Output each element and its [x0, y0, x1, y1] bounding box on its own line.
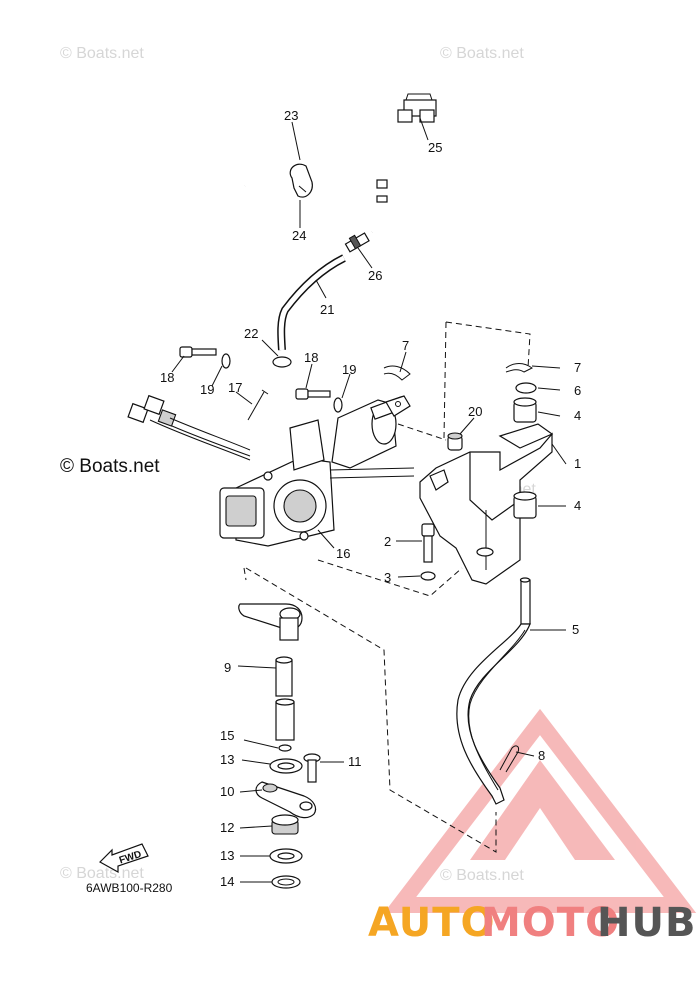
callout-21: 21 [320, 302, 334, 317]
callout-18-right: 18 [304, 350, 318, 365]
diagram-code: 6AWB100-R280 [86, 881, 173, 895]
washer-19-left [221, 353, 231, 369]
callout-7-right: 7 [574, 360, 581, 375]
callout-3: 3 [384, 570, 391, 585]
rod-5 [456, 577, 531, 805]
brand-part-3: HUB [597, 900, 696, 946]
clip-7-right [505, 363, 533, 373]
clamp-24 [289, 163, 313, 198]
mounting-ear [385, 395, 411, 417]
callout-5: 5 [572, 622, 579, 637]
tiller-arm-upper [238, 603, 303, 641]
bolt-11 [303, 753, 321, 783]
callout-1: 1 [574, 456, 581, 471]
callout-25: 25 [428, 140, 442, 155]
lever-10 [255, 781, 317, 819]
fitting-26 [344, 232, 370, 253]
callout-12: 12 [220, 820, 234, 835]
bracket-1 [419, 423, 554, 585]
callout-26: 26 [368, 268, 382, 283]
clip-25 [397, 93, 437, 123]
brand-part-2: MOTO [481, 900, 620, 946]
callout-4-upper: 4 [574, 408, 581, 423]
bushing-4-upper [513, 397, 537, 423]
bolt-18-left [179, 346, 217, 358]
callout-10: 10 [220, 784, 234, 799]
callout-9: 9 [224, 660, 231, 675]
callout-13-lower: 13 [220, 848, 234, 863]
guide-line-upper [445, 321, 531, 369]
watermark-top-left: © Boats.net [60, 45, 144, 62]
callout-18-left: 18 [160, 370, 174, 385]
pin-17 [247, 389, 269, 421]
guide-line-left [243, 567, 247, 581]
brand-part-1: AUTO [368, 900, 496, 946]
callout-23: 23 [284, 108, 298, 123]
callout-14: 14 [220, 874, 234, 889]
brand-triangle-logo [383, 708, 697, 913]
watermark-middle-left: © Boats.net [60, 456, 160, 477]
washer-6 [515, 382, 537, 394]
callout-6: 6 [574, 383, 581, 398]
callout-16: 16 [336, 546, 350, 561]
callout-4-lower: 4 [574, 498, 581, 513]
bushing-4-lower [513, 491, 537, 519]
callout-19-right: 19 [342, 362, 356, 377]
clip-7-left [383, 365, 411, 381]
leader-lines [171, 117, 567, 883]
bushing-12 [271, 814, 299, 835]
callout-19-left: 19 [200, 382, 214, 397]
callout-20: 20 [468, 404, 482, 419]
callout-7-left: 7 [402, 338, 409, 353]
shaft-9 [275, 656, 295, 741]
callout-2: 2 [384, 534, 391, 549]
callout-15: 15 [220, 728, 234, 743]
callout-labels: 23 24 25 26 21 22 18 19 17 18 19 7 20 7 … [160, 108, 581, 889]
circlip-15 [278, 744, 292, 752]
watermark-bottom-right: © Boats.net [440, 867, 524, 884]
washer-3 [420, 571, 436, 581]
hose-23 [244, 114, 389, 234]
callout-11: 11 [348, 754, 362, 769]
callout-22: 22 [244, 326, 258, 341]
callout-8: 8 [538, 748, 545, 763]
clamp-22 [272, 356, 292, 368]
wire-connectors [127, 394, 251, 461]
brand-wordmark: AUTO MOTO HUB [368, 900, 696, 946]
guide-line-lower [245, 567, 497, 853]
callout-17: 17 [228, 380, 242, 395]
watermark-bottom-left: © Boats.net [60, 865, 144, 882]
guide-line-mid [317, 559, 463, 597]
clip-14 [271, 875, 301, 889]
washer-19-right [333, 397, 343, 413]
callout-13-upper: 13 [220, 752, 234, 767]
washer-13-upper [269, 758, 303, 774]
guide-line-vertical [443, 321, 447, 439]
bolt-2 [421, 523, 435, 563]
hose-21 [277, 254, 346, 351]
trim-motor-unit-16 [219, 396, 415, 547]
bolt-18-right [295, 388, 331, 400]
washer-13-lower [269, 848, 303, 864]
bushing-20 [447, 432, 463, 451]
guide-line-cross [397, 423, 447, 441]
callout-24: 24 [292, 228, 306, 243]
watermark-top-right: © Boats.net [440, 45, 524, 62]
